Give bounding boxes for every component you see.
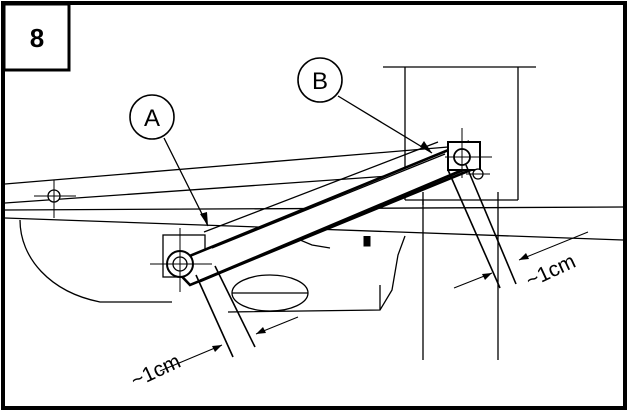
left-gap-dimension: [159, 265, 299, 372]
callout-a-label: A: [144, 105, 160, 132]
gate-housing: [19, 219, 406, 313]
callout-a: A: [129, 94, 209, 227]
left-pivot: [150, 228, 212, 292]
right-pivot: [445, 128, 492, 180]
left-marker: [34, 180, 76, 218]
vertical-post: [383, 66, 536, 360]
step-number-box: 8: [2, 2, 71, 72]
clip: [363, 236, 371, 247]
callout-b-label: B: [312, 68, 328, 95]
callout-b: B: [297, 57, 433, 154]
right-gap-dimension: [447, 164, 589, 289]
step-number: 8: [30, 23, 44, 53]
